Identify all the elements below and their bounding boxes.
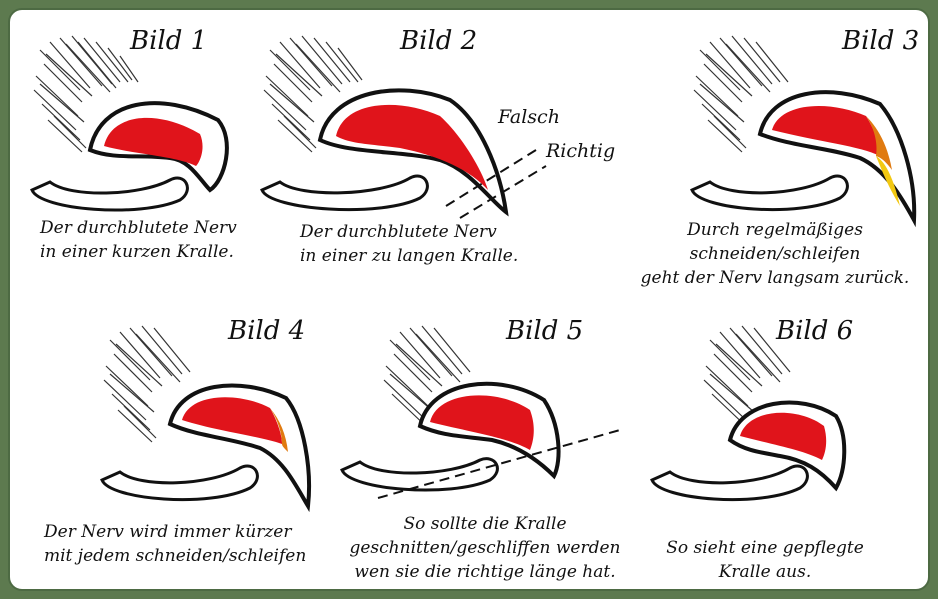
claw-regressing-illustration: [680, 30, 920, 220]
toe-outline: [32, 178, 187, 210]
caption-line: Der durchblutete Nerv: [40, 216, 237, 240]
toe-outline: [652, 466, 807, 500]
claw-shortening-illustration: [90, 320, 330, 510]
caption-line: Durch regelmäßiges: [630, 218, 920, 242]
caption-line: mit jedem schneiden/schleifen: [44, 544, 306, 568]
caption-line: Kralle aus.: [620, 560, 910, 584]
panel-bild-5: Bild 5 So sollte die Kralle geschnitten/…: [330, 300, 630, 590]
panel-caption: So sollte die Kralle geschnitten/geschli…: [340, 512, 630, 584]
toe-outline: [262, 176, 427, 210]
panel-bild-3: Bild 3 Durch regelmäßiges schneiden/schl…: [620, 10, 930, 310]
caption-line: geht der Nerv langsam zurück.: [630, 266, 920, 290]
toe-outline: [692, 176, 847, 210]
caption-line: geschnitten/geschliffen werden: [340, 536, 630, 560]
caption-line: in einer kurzen Kralle.: [40, 240, 237, 264]
panel-caption: Der durchblutete Nerv in einer kurzen Kr…: [40, 216, 237, 264]
label-right: Richtig: [546, 140, 615, 162]
illustration-frame: Bild 1 Der durchblutete Nerv in einer ku…: [8, 8, 930, 591]
label-wrong: Falsch: [498, 106, 560, 128]
nerve-shape: [430, 395, 534, 450]
caption-line: wen sie die richtige länge hat.: [340, 560, 630, 584]
panel-caption: Der durchblutete Nerv in einer zu langen…: [300, 220, 518, 268]
caption-line: schneiden/schleifen: [630, 242, 920, 266]
panel-bild-4: Bild 4 Der Nerv wird immer kürzer mit je…: [10, 300, 330, 590]
caption-line: Der Nerv wird immer kürzer: [44, 520, 306, 544]
caption-line: Der durchblutete Nerv: [300, 220, 518, 244]
caption-line: So sollte die Kralle: [340, 512, 630, 536]
caption-line: in einer zu langen Kralle.: [300, 244, 518, 268]
claw-short-illustration: [20, 30, 240, 220]
panel-caption: So sieht eine gepflegte Kralle aus.: [620, 536, 910, 584]
toe-outline: [102, 466, 257, 500]
toe-outline: [342, 459, 497, 490]
panel-bild-6: Bild 6 So sieht eine gepflegte Kralle au…: [620, 300, 930, 590]
panel-caption: Durch regelmäßiges schneiden/schleifen g…: [630, 218, 920, 290]
claw-cut-illustration: [330, 320, 630, 510]
caption-line: So sieht eine gepflegte: [620, 536, 910, 560]
panel-caption: Der Nerv wird immer kürzer mit jedem sch…: [44, 520, 306, 568]
panel-bild-2: Bild 2 Falsch Richtig Der durchblutete N…: [250, 10, 630, 300]
claw-groomed-illustration: [640, 320, 880, 510]
claw-long-illustration: [250, 30, 530, 220]
